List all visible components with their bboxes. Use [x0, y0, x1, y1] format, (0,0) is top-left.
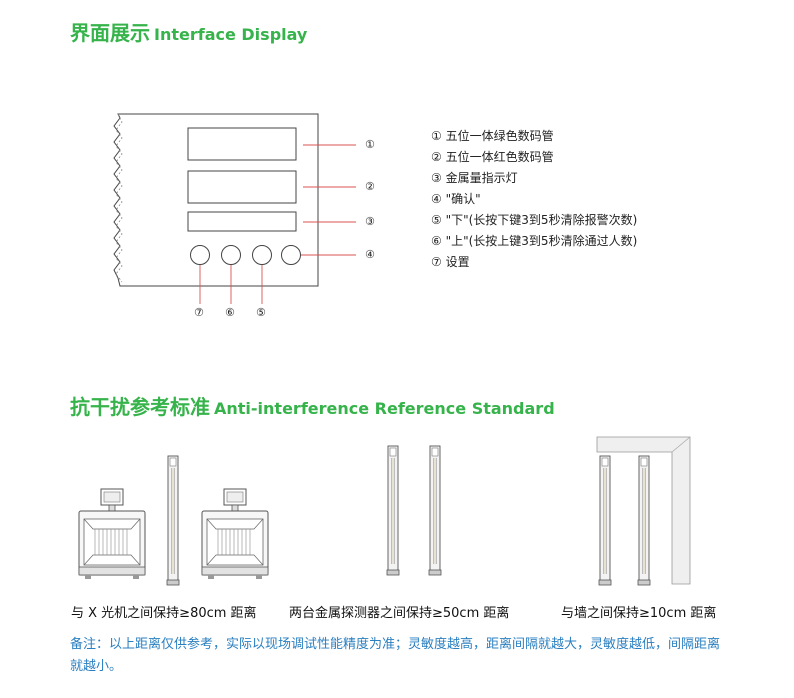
detector-pole-b — [637, 455, 651, 586]
remark-note: 备注：以上距离仅供参考，实际以现场调试性能精度为准；灵敏度越高，距离间隔就越大，… — [70, 637, 721, 674]
legend-item: ③ 金属量指示灯 — [431, 171, 518, 185]
detector-pole-left — [386, 445, 400, 576]
legend-item: ② 五位一体红色数码管 — [431, 150, 554, 164]
callout-2: ② — [365, 180, 375, 193]
panel-legend: ① 五位一体绿色数码管 ② 五位一体红色数码管 ③ 金属量指示灯 ④ "确认" … — [431, 126, 637, 273]
xray-machine-left — [78, 488, 146, 580]
legend-item: ⑦ 设置 — [431, 255, 470, 269]
caption-xray-distance: 与 X 光机之间保持≥80cm 距离 — [71, 606, 257, 621]
wall — [596, 436, 691, 585]
detector-pole-a — [598, 455, 612, 586]
caption-detector-distance: 两台金属探测器之间保持≥50cm 距离 — [289, 606, 510, 621]
callout-4: ④ — [365, 248, 375, 261]
anti-interference-title-zh: 抗干扰参考标准 — [70, 395, 210, 419]
callout-7: ⑦ — [194, 306, 204, 319]
metal-level-indicator — [187, 211, 297, 232]
legend-item: ① 五位一体绿色数码管 — [431, 129, 554, 143]
legend-item: ⑥ "上"(长按上键3到5秒清除通过人数) — [431, 234, 638, 248]
xray-machine-right — [201, 488, 269, 580]
callout-5: ⑤ — [256, 306, 266, 319]
red-digit-display — [187, 170, 297, 204]
detector-pole-right — [428, 445, 442, 576]
callout-6: ⑥ — [225, 306, 235, 319]
interface-display-title-zh: 界面展示 — [70, 21, 150, 45]
interface-display-title-en: Interface Display — [154, 25, 308, 44]
detector-pole — [166, 455, 180, 586]
caption-wall-distance: 与墙之间保持≥10cm 距离 — [561, 606, 717, 621]
confirm-button — [281, 245, 301, 265]
down-button — [252, 245, 272, 265]
legend-item: ⑤ "下"(长按下键3到5秒清除报警次数) — [431, 213, 638, 227]
callout-3: ③ — [365, 215, 375, 228]
legend-item: ④ "确认" — [431, 192, 481, 206]
settings-button — [190, 245, 210, 265]
anti-interference-title-en: Anti-interference Reference Standard — [214, 399, 555, 418]
up-button — [221, 245, 241, 265]
callout-1: ① — [365, 138, 375, 151]
green-digit-display — [187, 127, 297, 161]
